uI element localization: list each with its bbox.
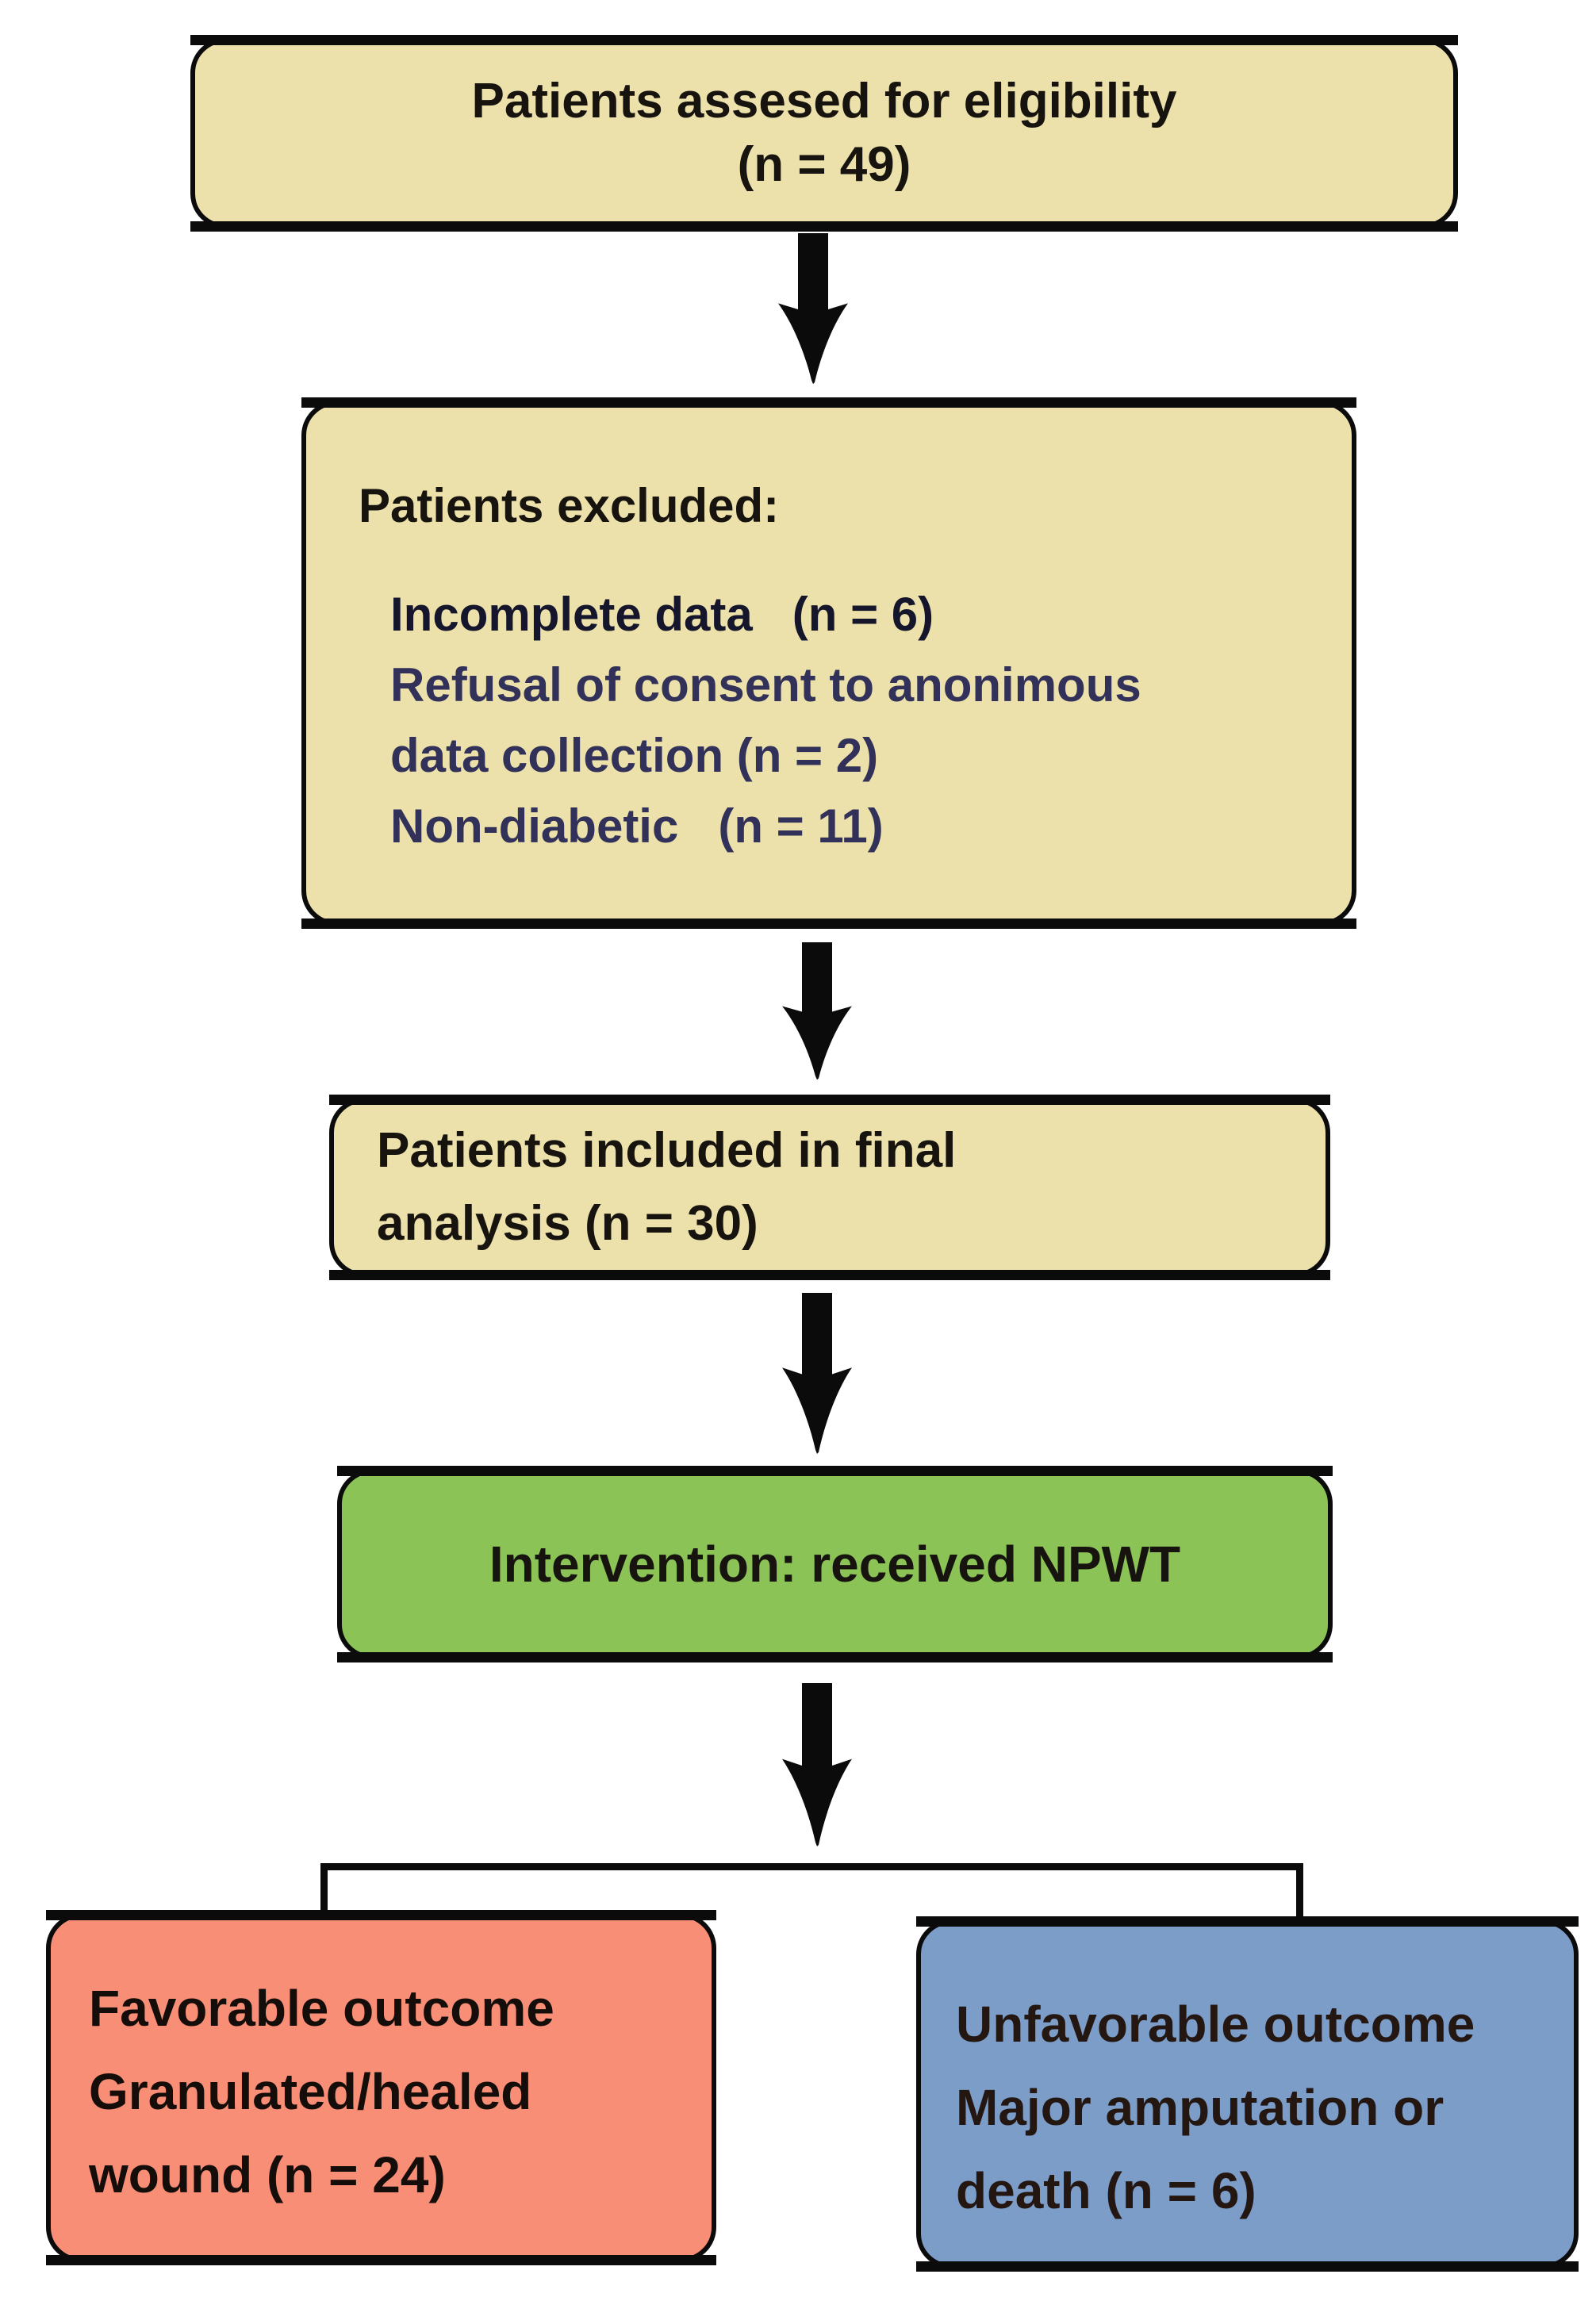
favorable-line3: wound (n = 24)	[89, 2146, 446, 2203]
excluded-heading: Patients excluded:	[359, 479, 780, 532]
favorable-line2: Granulated/healed	[89, 2063, 532, 2120]
down-arrow-icon	[777, 233, 850, 385]
unfavorable-line1: Unfavorable outcome	[956, 1996, 1475, 2053]
excluded-item-refusal-line2: data collection (n = 2)	[390, 729, 879, 782]
included-line1: Patients included in final	[377, 1123, 957, 1178]
excluded-item-refusal-line1: Refusal of consent to anonimous	[390, 658, 1141, 711]
unfavorable-outcome-box: Unfavorable outcome Major amputation or …	[916, 1916, 1579, 2272]
down-arrow-icon	[781, 1683, 854, 1848]
branch-connector-left-drop	[320, 1863, 328, 1916]
excluded-items: Incomplete data (n = 6) Refusal of conse…	[359, 579, 1320, 861]
included-box: Patients included in final analysis (n =…	[329, 1095, 1330, 1280]
excluded-item-incomplete-data: Incomplete data (n = 6)	[390, 588, 934, 641]
excluded-box: Patients excluded: Incomplete data (n = …	[301, 397, 1356, 929]
branch-connector-right-drop	[1296, 1863, 1303, 1930]
intervention-line1: Intervention: received NPWT	[489, 1536, 1181, 1593]
down-arrow-icon	[781, 1293, 854, 1455]
eligibility-line1: Patients assesed for eligibility	[471, 74, 1177, 128]
eligibility-box: Patients assesed for eligibility (n = 49…	[190, 35, 1458, 232]
eligibility-line2: (n = 49)	[737, 137, 911, 192]
favorable-outcome-box: Favorable outcome Granulated/healed woun…	[46, 1910, 716, 2265]
branch-connector-horizontal	[320, 1863, 1303, 1870]
unfavorable-line3: death (n = 6)	[956, 2162, 1256, 2219]
included-line2: analysis (n = 30)	[377, 1196, 758, 1251]
excluded-item-non-diabetic: Non-diabetic (n = 11)	[390, 800, 884, 853]
unfavorable-line2: Major amputation or	[956, 2079, 1444, 2136]
down-arrow-icon	[781, 942, 854, 1081]
intervention-box: Intervention: received NPWT	[337, 1466, 1333, 1662]
favorable-line1: Favorable outcome	[89, 1980, 554, 2037]
